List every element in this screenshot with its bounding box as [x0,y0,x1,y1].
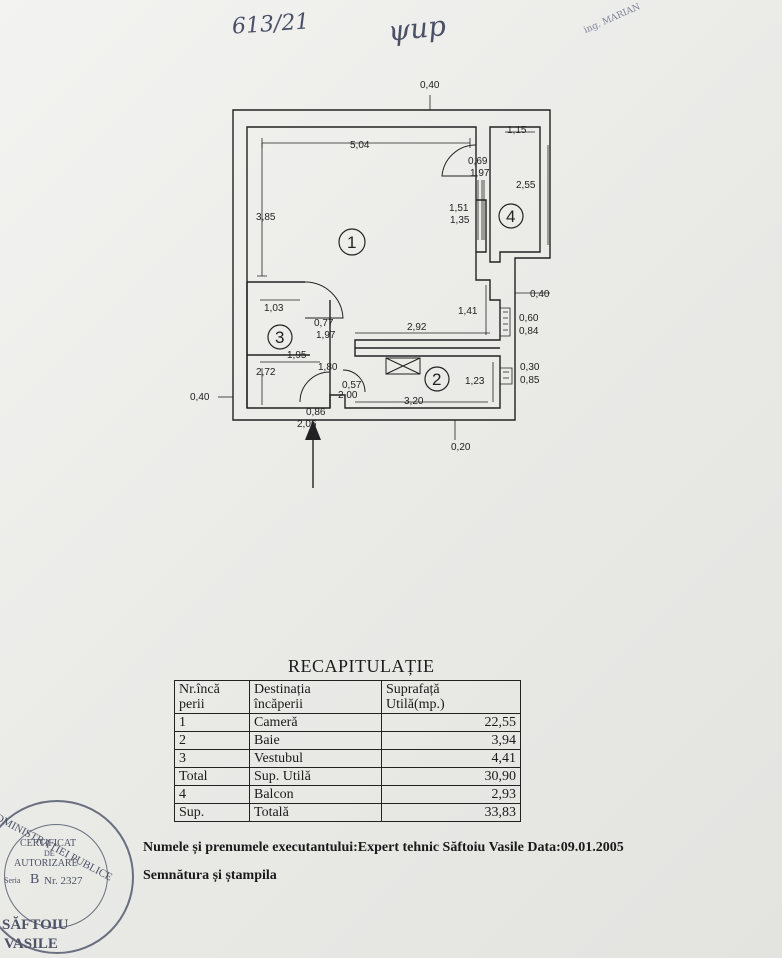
dim-room4-width: 1,15 [507,125,527,136]
table-row: Sup. Totală 33,83 [174,803,521,822]
recap-title: RECAPITULAȚIE [288,656,435,676]
table-cell: Baie [249,731,382,750]
stamp-line-2: DE [44,849,55,858]
table-cell: 2 [174,731,250,750]
dim-door3-a: 0,77 [314,318,334,329]
dim-bottom-wall: 0,20 [451,442,471,453]
dim-window-b: 1,35 [450,215,470,226]
dim-left-wall: 0,40 [190,392,210,403]
stamp-line-3: AUTORIZARE [14,858,78,869]
table-row: 2 Baie 3,94 [174,731,521,750]
table-cell: 30,90 [381,767,521,786]
dim-hall-width: 2,92 [407,322,427,333]
signature-line: Semnătura și ștampila [143,868,277,883]
table-cell: Totală [249,803,382,822]
room-3-label: 3 [275,328,284,347]
dim-win2-a: 0,60 [519,313,539,324]
table-row: Total Sup. Utilă 30,90 [174,767,521,786]
dim-door1-b: 1,97 [470,168,490,179]
table-cell: Total [174,767,250,786]
dim-room3-width: 1,95 [287,350,307,361]
stamp-name-1: SĂFTOIU [2,917,69,933]
dim-win2-b: 0,84 [519,326,539,337]
table-cell: 1 [174,713,250,732]
room-1-label: 1 [347,233,356,252]
dim-entry-b: 2,06 [297,419,317,430]
dim-win3-b: 0,85 [520,375,540,386]
table-cell: 22,55 [381,713,521,732]
table-cell: 2,93 [381,785,521,804]
floor-plan: 1 2 3 4 0,40 5,04 3,85 1,15 2,55 0,69 1,… [190,80,551,488]
dim-door1-a: 0,69 [468,156,488,167]
table-cell: Sup. [174,803,250,822]
dim-entry-a: 0,86 [306,407,326,418]
table-cell: Vestubul [249,749,382,768]
room-4-label: 4 [506,207,515,226]
dim-right-wall: 0,40 [530,289,550,300]
dim-door2-a: 0,57 [342,380,362,391]
table-row: 3 Vestubul 4,41 [174,749,521,768]
table-row: 1 Cameră 22,55 [174,713,521,732]
dim-wall-mid: 1,80 [318,362,338,373]
dim-bath-width: 3,20 [404,396,424,407]
dim-room1-width: 5,04 [350,140,370,151]
dim-niche-height: 1,41 [458,306,478,317]
dim-door2-b: 2,00 [338,390,358,401]
dim-win3-a: 0,30 [520,362,540,373]
stamp-series-label: Seria [4,876,21,885]
stamp-series-letter: B [30,872,40,887]
room-2-label: 2 [432,370,441,389]
table-cell: 4 [174,785,250,804]
table-cell: 4,41 [381,749,521,768]
dim-bath-height: 1,23 [465,376,485,387]
executant-line: Numele și prenumele executantului:Expert… [143,840,624,855]
dim-top-wall: 0,40 [420,80,440,91]
dim-room4-height: 2,55 [516,180,536,191]
authorization-stamp: ADMINISTRAȚIEI PUBLICE CERTIFICAT DE AUT… [0,800,134,954]
table-row: 4 Balcon 2,93 [174,785,521,804]
dim-door3-b: 1,97 [316,330,336,341]
table-cell: 33,83 [381,803,521,822]
dim-window-a: 1,51 [449,203,469,214]
dim-room3-top: 1,03 [264,303,284,314]
stamp-line-1: CERTIFICAT [20,838,77,849]
stamp-number: Nr. 2327 [44,875,83,887]
table-cell: 3,94 [381,731,521,750]
table-cell: 3 [174,749,250,768]
table-cell: Sup. Utilă [249,767,382,786]
dim-room1-height: 3,85 [256,212,276,223]
dim-room3-height: 2,72 [256,367,276,378]
stamp-name-2: VASILE [4,936,58,952]
table-cell: Balcon [249,785,382,804]
table-cell: Cameră [249,713,382,732]
